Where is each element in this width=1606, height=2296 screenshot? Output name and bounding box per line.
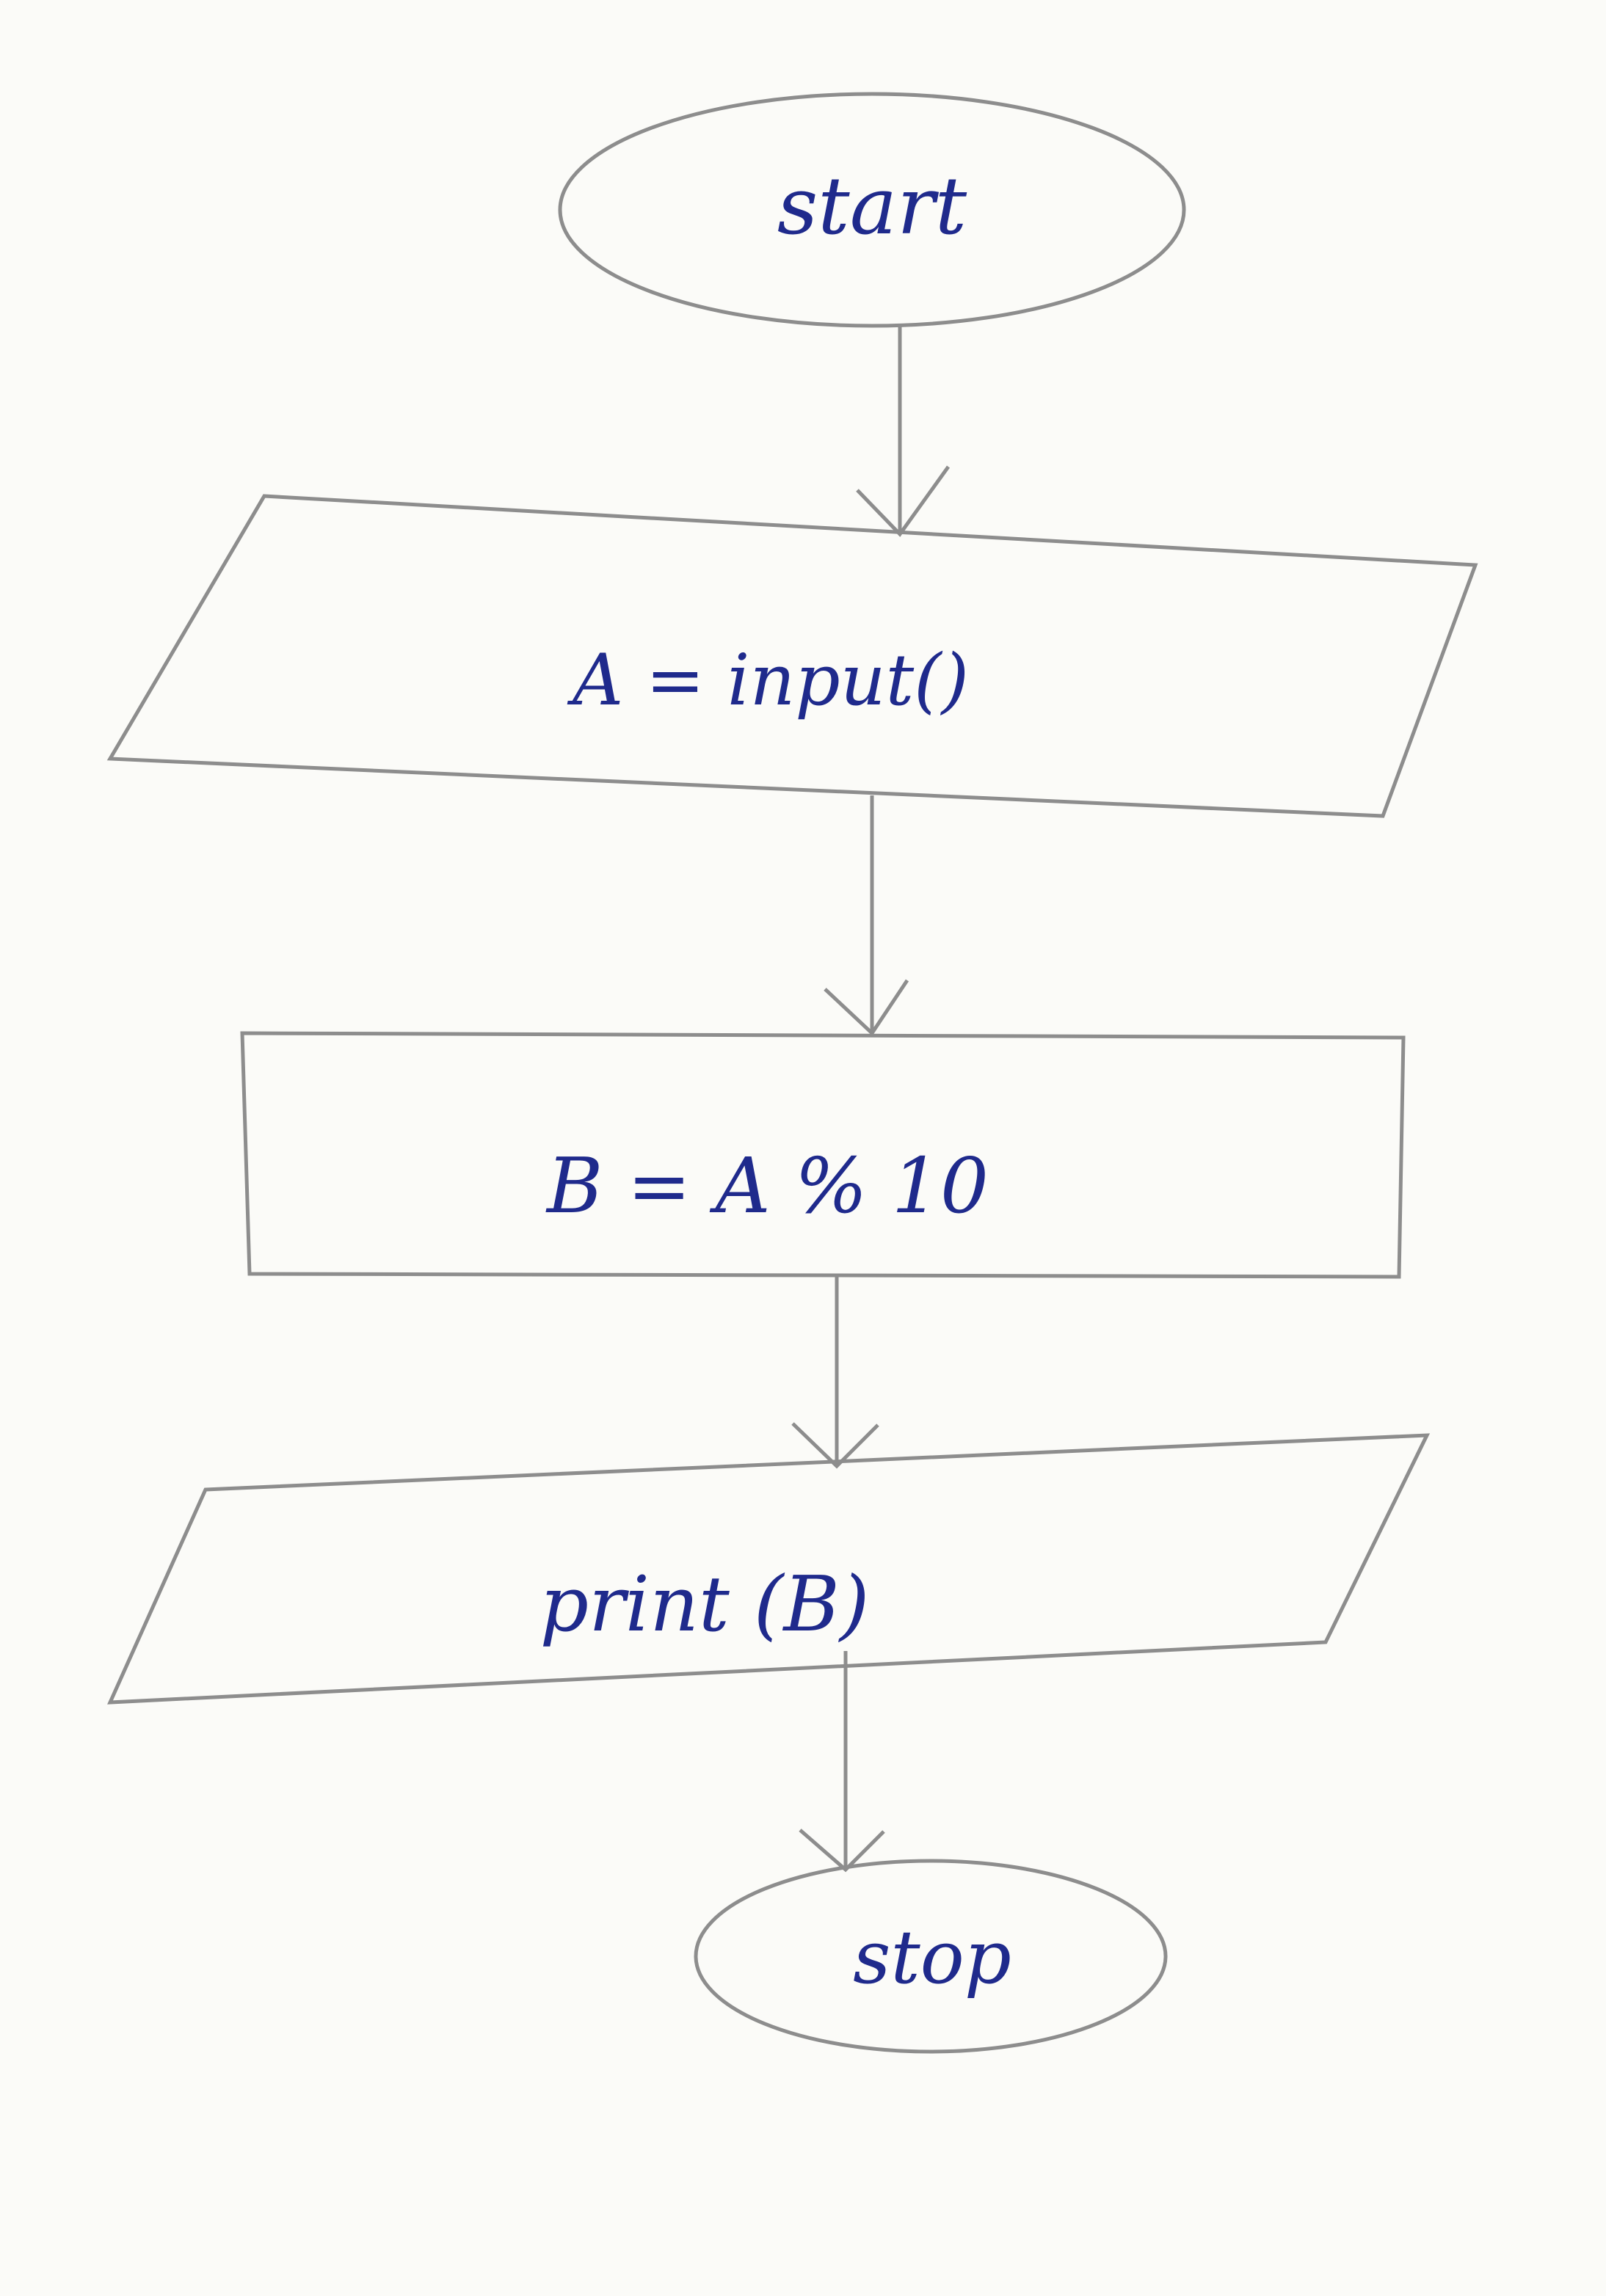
input-parallelogram xyxy=(106,494,1478,818)
start-label: start xyxy=(777,161,967,252)
process-label: B = A % 10 xyxy=(545,1141,989,1231)
stop-terminal: stop xyxy=(694,1859,1168,2054)
stop-oval xyxy=(694,1859,1168,2054)
output-parallelogram xyxy=(107,1433,1431,1705)
process-rectangle xyxy=(240,1031,1406,1279)
input-label: A = input() xyxy=(567,639,969,721)
input-node: A = input() xyxy=(106,494,1478,818)
arrowhead-icon xyxy=(856,465,951,537)
output-node: print (B) xyxy=(107,1433,1431,1705)
arrowhead-icon xyxy=(799,1829,885,1873)
arrow-output-to-stop xyxy=(799,1651,885,1873)
arrow-input-to-process xyxy=(824,795,909,1036)
start-oval xyxy=(558,92,1186,328)
arrowhead-icon xyxy=(791,1422,879,1469)
output-label: print (B) xyxy=(540,1559,870,1649)
start-terminal: start xyxy=(558,92,1186,328)
arrow-start-to-input xyxy=(856,326,951,537)
process-node: B = A % 10 xyxy=(240,1031,1406,1279)
stop-label: stop xyxy=(853,1914,1011,2000)
arrowhead-icon xyxy=(824,979,909,1036)
arrow-process-to-output xyxy=(791,1277,879,1469)
